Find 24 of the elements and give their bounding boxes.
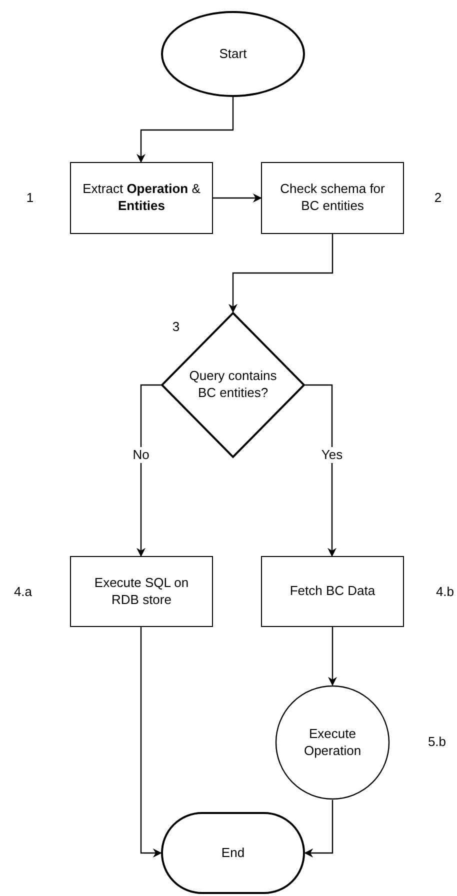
step-number: 5.b	[428, 734, 446, 748]
node-text: Query contains BC entities?	[188, 368, 278, 402]
step-number: 1	[26, 190, 34, 204]
arrow	[136, 384, 161, 557]
step-number: 3	[172, 318, 180, 334]
node-text: Extract Operation & Entities	[82, 181, 202, 215]
node-text: Start	[218, 46, 248, 62]
arrow	[304, 800, 334, 858]
arrow	[136, 97, 234, 163]
edge-label: Yes	[319, 447, 345, 463]
arrow	[305, 384, 336, 557]
edge-label: No	[130, 447, 152, 463]
node-text: Fetch BC Data	[288, 583, 376, 600]
node-text: Execute SQL on RDB store	[93, 574, 190, 608]
node-text: End	[220, 844, 246, 862]
arrow	[140, 627, 162, 858]
arrow	[328, 627, 337, 686]
step-number: 4.a	[14, 584, 32, 598]
step-number: 4.b	[436, 584, 454, 598]
step-number: 2	[434, 190, 442, 204]
arrow	[228, 234, 334, 313]
node-text: Execute Operation	[302, 726, 362, 760]
arrow	[213, 194, 262, 202]
node-text: Check schema for BC entities	[279, 181, 386, 215]
